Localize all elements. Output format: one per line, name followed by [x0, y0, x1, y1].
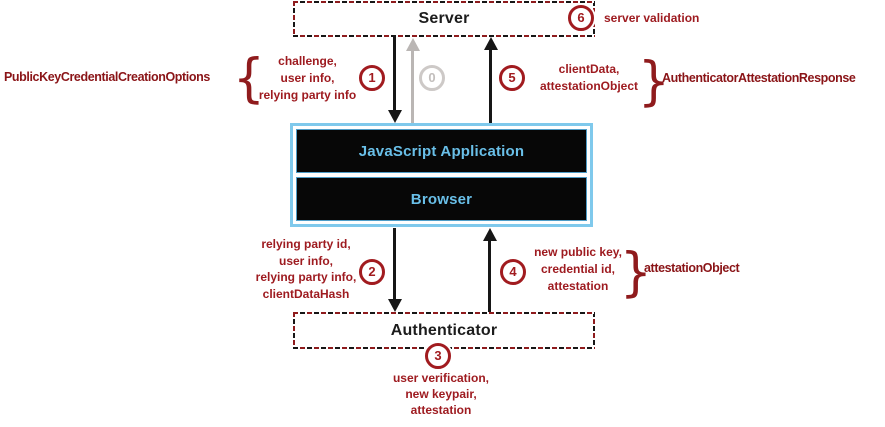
- client-stack: JavaScript Application Browser: [290, 123, 593, 227]
- server-label: Server: [418, 10, 470, 27]
- step-2-badge: 2: [359, 259, 385, 285]
- attestation-response-item: clientData,: [558, 62, 620, 76]
- arrow-5-line: [489, 49, 492, 123]
- attestation-response-item: attestationObject: [539, 79, 638, 93]
- authenticator-input-item: user info,: [278, 253, 333, 268]
- js-application-node: JavaScript Application: [296, 129, 587, 173]
- browser-label: Browser: [410, 190, 473, 208]
- authenticator-node: Authenticator: [293, 312, 595, 349]
- attestation-object-brace: }: [620, 241, 652, 303]
- creation-options-name: PublicKeyCredentialCreationOptions: [4, 70, 210, 84]
- server-node: Server: [293, 1, 595, 37]
- creation-options-items: challenge, user info, relying party info: [250, 53, 365, 104]
- attestation-object-item: credential id,: [540, 262, 616, 276]
- arrow-2-down-head: [388, 299, 402, 312]
- authenticator-actions-item: new keypair,: [405, 387, 477, 401]
- step-1-badge: 1: [359, 65, 385, 91]
- attestation-response-items: clientData, attestationObject: [533, 61, 645, 95]
- authenticator-actions-items: user verification, new keypair, attestat…: [376, 370, 506, 418]
- step-4-badge: 4: [500, 259, 526, 285]
- attestation-object-item: attestation: [547, 279, 609, 293]
- arrow-4-up-head: [483, 228, 497, 241]
- authenticator-input-item: relying party id,: [261, 237, 351, 251]
- attestation-object-items: new public key, credential id, attestati…: [521, 244, 635, 295]
- authenticator-input-items: relying party id, user info, relying par…: [244, 236, 368, 302]
- arrow-2-line: [393, 228, 396, 299]
- arrow-1-line: [393, 37, 396, 111]
- attestation-response-brace: }: [638, 50, 670, 112]
- authenticator-actions-item: user verification,: [392, 371, 490, 385]
- arrow-0-line: [411, 50, 414, 123]
- creation-options-item: challenge,: [278, 54, 337, 68]
- creation-options-item: relying party info: [258, 88, 357, 102]
- arrow-0-up-head: [406, 38, 420, 51]
- js-application-label: JavaScript Application: [358, 142, 525, 160]
- creation-options-brace: {: [233, 47, 265, 109]
- browser-node: Browser: [296, 177, 587, 221]
- server-validation-label: server validation: [604, 11, 700, 25]
- step-0-badge: 0: [419, 65, 445, 91]
- step-3-badge: 3: [425, 343, 451, 369]
- authenticator-label: Authenticator: [390, 321, 498, 339]
- creation-options-item: user info,: [280, 71, 335, 85]
- authenticator-actions-item: attestation: [410, 403, 472, 417]
- authenticator-input-item: clientDataHash: [262, 286, 350, 301]
- arrow-1-down-head: [388, 110, 402, 123]
- authenticator-input-item: relying party info,: [255, 270, 357, 284]
- step-5-badge: 5: [499, 65, 525, 91]
- step-6-badge: 6: [568, 5, 594, 31]
- arrow-4-line: [488, 240, 491, 312]
- attestation-object-name: attestationObject: [644, 261, 740, 275]
- arrow-5-up-head: [484, 37, 498, 50]
- attestation-object-item: new public key,: [534, 245, 622, 259]
- attestation-response-name: AuthenticatorAttestationResponse: [662, 71, 856, 85]
